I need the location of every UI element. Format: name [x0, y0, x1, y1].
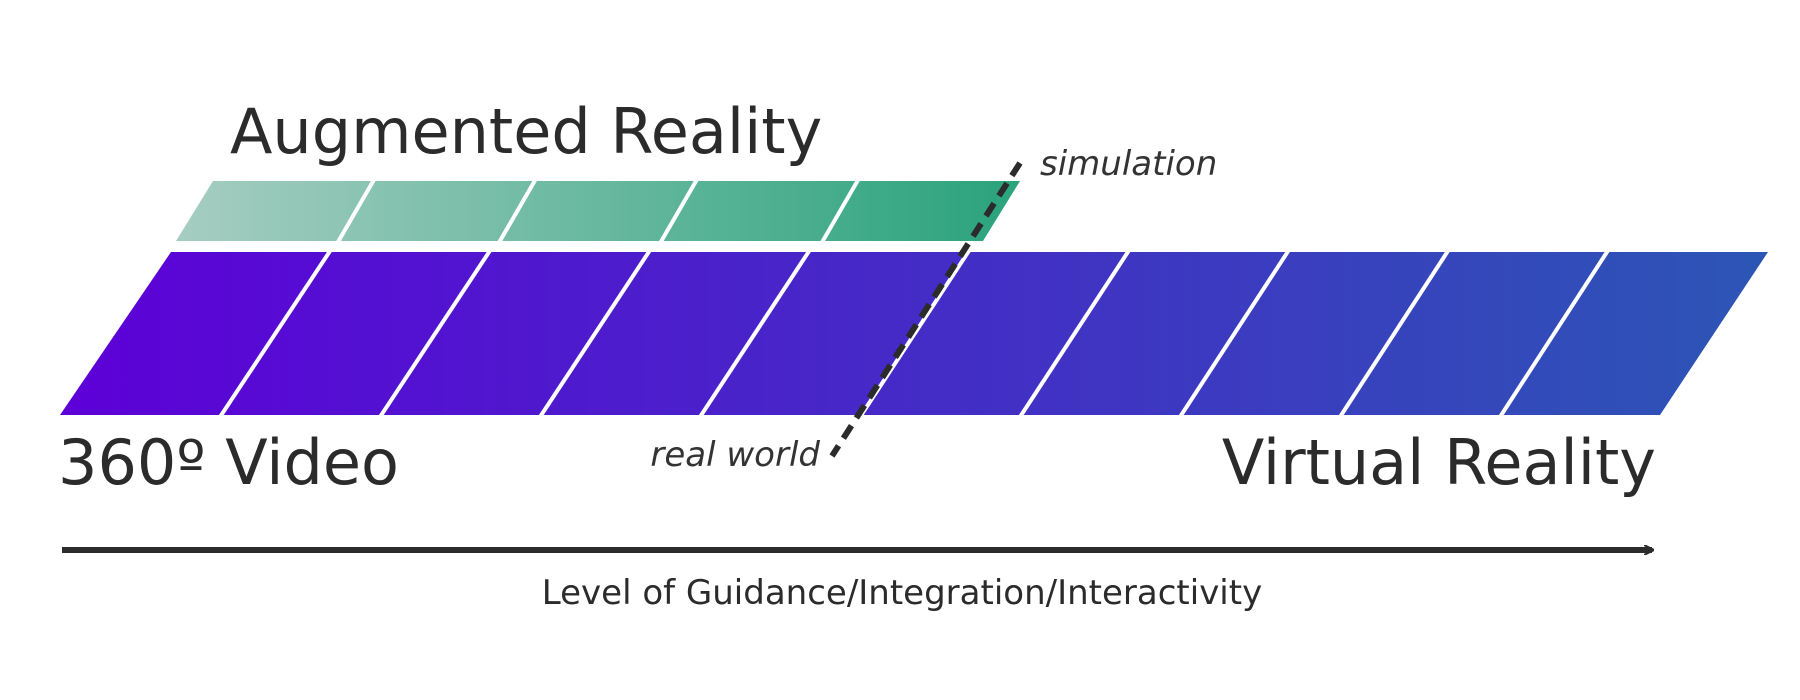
main-segment-divider-9 [1498, 248, 1610, 419]
ar-segment-divider-2 [497, 177, 538, 245]
simulation-label: simulation [1040, 144, 1217, 184]
main-segment-divider-4 [698, 248, 812, 419]
main-segment-divider-6 [1018, 248, 1131, 419]
ar-segment-divider-4 [819, 177, 861, 245]
ar-strip [176, 177, 1020, 245]
ar-segment-divider-1 [335, 177, 377, 245]
virtual-reality-label: Virtual Reality [1222, 426, 1656, 499]
real-simulation-divider [829, 161, 1023, 458]
axis-label: Level of Guidance/Integration/Interactiv… [542, 573, 1262, 613]
main-segment-divider-2 [378, 248, 493, 419]
main-segment-divider-7 [1178, 248, 1291, 419]
main-segment-divider-8 [1338, 248, 1451, 419]
ar-band [176, 181, 1020, 241]
main-segment-divider-3 [538, 248, 652, 419]
ar-dividers [335, 177, 861, 245]
video-360-label: 360º Video [58, 426, 399, 499]
real-world-label: real world [650, 435, 820, 475]
augmented-reality-label: Augmented Reality [230, 95, 822, 168]
ar-segment-divider-3 [658, 177, 699, 245]
main-dividers [218, 248, 1610, 419]
main-segment-divider-1 [218, 248, 333, 419]
